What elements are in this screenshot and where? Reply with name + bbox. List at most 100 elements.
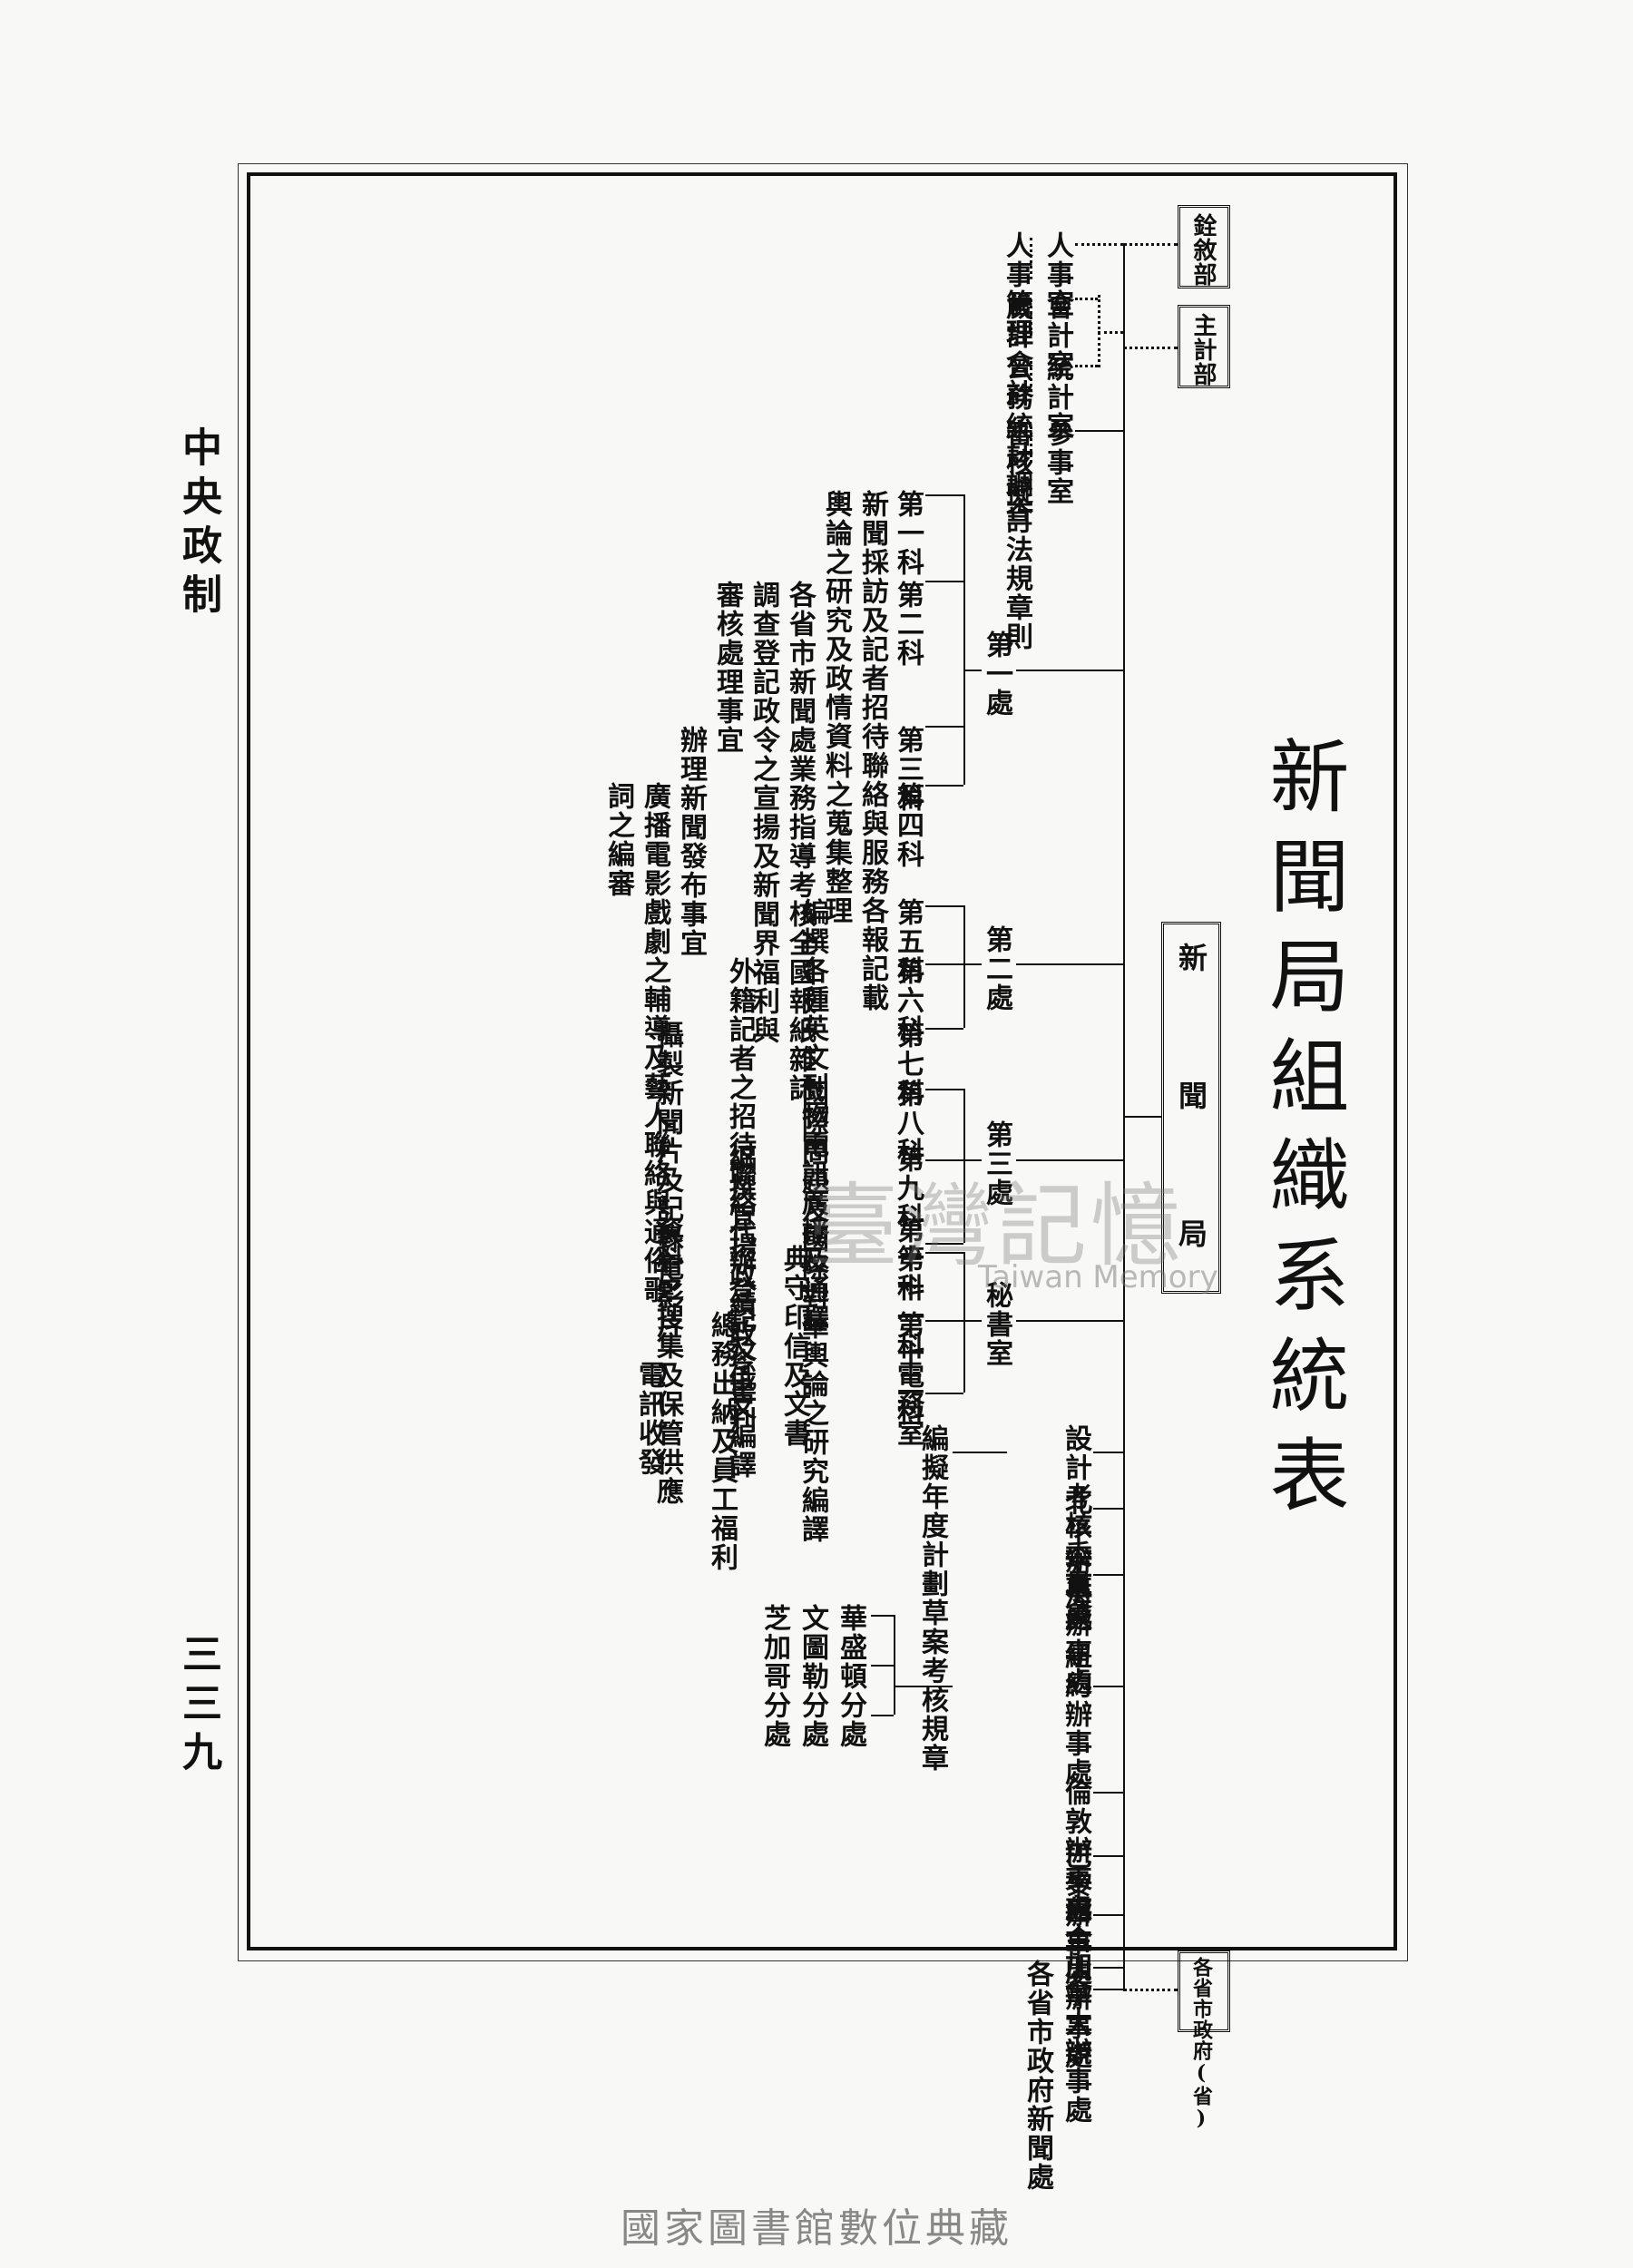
ny-branch-link [894,1686,953,1687]
dept1-bracket [963,494,965,785]
page-border-outer [238,163,1408,1961]
local-gov-label: 各省市政府(省) [1189,1957,1213,2131]
leader-personnel [1030,238,1032,274]
dept2-duty-7: 攝製新聞片及記錄電影片 [651,1021,683,1340]
dept2-sec7-link [925,1028,963,1030]
duty-personnel-room: 人事管理 [1001,231,1032,347]
unit-personnel-room: 人事室 [1041,231,1073,318]
page-title: 新聞局組織系統表 [1257,735,1350,1533]
secretariat-telecom: 電務室 [892,1361,924,1448]
secretariat-section-12: 第十二科 [892,1311,924,1427]
dept3-link [1016,1159,1123,1161]
page-border [247,172,1397,1950]
dept1-duty-2c: 審核處理事宜 [711,581,743,755]
secretariat-link [1016,1320,1123,1322]
unit-counsellor-room: 參事室 [1041,419,1073,506]
dept1-duty-2a: 各省市新聞處業務指導考核全國報紙雜誌 [784,581,816,1103]
dept2-section-7: 第七科 [892,1021,924,1108]
unit-accounting-room: 會計室 [1041,292,1073,379]
duty-accounting-room: 歲計會計 [1001,292,1032,408]
office-sf-link [1093,1914,1123,1916]
dept1-section-4: 第四科 [892,782,924,869]
dept1-label: 第一處 [981,631,1012,718]
office-canada-link [1093,1967,1123,1969]
local-news-office: 各省市政府新聞處 [1022,1960,1053,2192]
dept3-sec9-link [925,1159,982,1161]
secretariat-duty-12: 總務出納及員工福利 [706,1311,738,1572]
secretariat-sec12-link [925,1320,982,1322]
local-news-office-link [1093,1989,1123,1990]
dept2-section-6: 第六科 [892,957,924,1044]
dept3-section-9: 第九科 [892,1145,924,1232]
dept2-sec5-link [925,905,963,907]
accounting-ministry-box: 主計部 [1178,305,1230,388]
committee-duty-link [953,1452,1007,1453]
watermark-en: Taiwan Memory [978,1259,1218,1295]
office-newyork: 紐約辦事處 [1060,1642,1091,1787]
committee-label: 設計考核委員會 [1060,1424,1091,1628]
accounting-ministry-label: 主計部 [1189,313,1217,386]
personnel-room-link [1075,243,1123,246]
footer-collection-label: 國家圖書館數位典藏 [621,2205,1012,2252]
dept2-duty-6: 外籍記者之招待聯絡代辦登記及俄文編譯 [724,957,756,1480]
accounting-dotted-link [1123,347,1178,349]
duty-counsellor-room: 審核擬訂法規章則 [1001,419,1032,651]
office-newyork-link [1093,1686,1123,1687]
watermark: 臺灣記憶 [807,1173,1185,1279]
root-box: 新聞局 [1161,922,1221,1356]
statistics-room-link [1075,365,1098,367]
dept1-duty-4b: 詞之編審 [602,782,634,898]
accounting-room-link [1075,298,1098,300]
personnel-ministry-box: 銓敘部 [1178,205,1230,288]
page-number: 三三九 [175,1633,221,1780]
leader-statistics [1030,361,1032,397]
dept3-duty-9: 編撰宣揚政績政令書刊 [724,1145,756,1435]
dept1-sec4-link [925,785,963,787]
secretariat-duty-11: 典守印信及文書 [778,1245,810,1448]
duty-statistics-room: 公務統計調查 [1001,354,1032,528]
dept1-bracket-link [963,670,982,671]
dept2-sec6-link [925,963,982,965]
dept2-duty-5: 編撰各種英文刊物電訊廣播及通譯 [797,898,828,1334]
local-gov-box: 各省市政府(省) [1178,1950,1230,2131]
committee-link [1093,1452,1123,1453]
margin-label: 中央政制 [175,426,221,622]
counsellor-link [1075,430,1123,432]
office-london: 倫敦辦事處 [1060,1778,1091,1923]
ny-branch-1-link [871,1615,894,1617]
ny-branch-second: 文圖勒分處 [797,1604,828,1749]
dept1-section-1: 第一科 [892,490,924,577]
ny-branch-3-link [871,1715,894,1716]
office-paris: 巴黎辦事處 [1060,1842,1091,1987]
unit-statistics-room: 統計室 [1041,354,1073,441]
dept3-section-10: 第十科 [892,1216,924,1303]
accounting-trunk-link [1098,331,1123,334]
ny-branch-washington: 華盛頓分處 [835,1604,866,1749]
office-peiping-link [1093,1508,1123,1510]
dept1-sec3-link [925,726,963,728]
ny-branch-chicago: 芝加哥分處 [758,1604,790,1749]
dept1-duty-2b: 調查登記政令之宣揚及新聞界福利與 [748,581,779,1045]
dept3-bracket [963,1089,965,1243]
secretariat-telecom-link [925,1393,963,1394]
dept1-duty-4a: 廣播電影戲劇之輔導及藝人聯絡與通俗歌 [639,782,670,1305]
root-connector [1123,1116,1161,1118]
office-shanghai: 上海辦事處 [1060,1551,1091,1696]
committee-duty: 編擬年度計劃草案考核規章 [916,1424,948,1773]
office-shanghai-link [1093,1574,1123,1576]
dept3-sec10-link [925,1243,963,1245]
dept3-label: 第三處 [981,1120,1012,1207]
dept2-bracket [963,905,965,1028]
office-london-link [1093,1792,1123,1794]
dept3-section-8: 第八科 [892,1080,924,1167]
office-peiping: 北平辦事處 [1060,1488,1091,1633]
leader-counsellor [1030,426,1032,463]
dept1-sec1-link [925,494,963,496]
dept1-duty-1b: 輿論之研究及政情資料之蒐集整理 [820,490,852,925]
secretariat-sec11-link [925,1252,963,1254]
dept2-link [1016,963,1123,965]
secretariat-duty-telecom: 電訊收發 [633,1361,665,1477]
personnel-ministry-label: 銓敘部 [1189,213,1217,287]
leader-accounting [1030,299,1032,336]
dept1-duty-3: 辦理新聞發布事宜 [675,726,707,958]
